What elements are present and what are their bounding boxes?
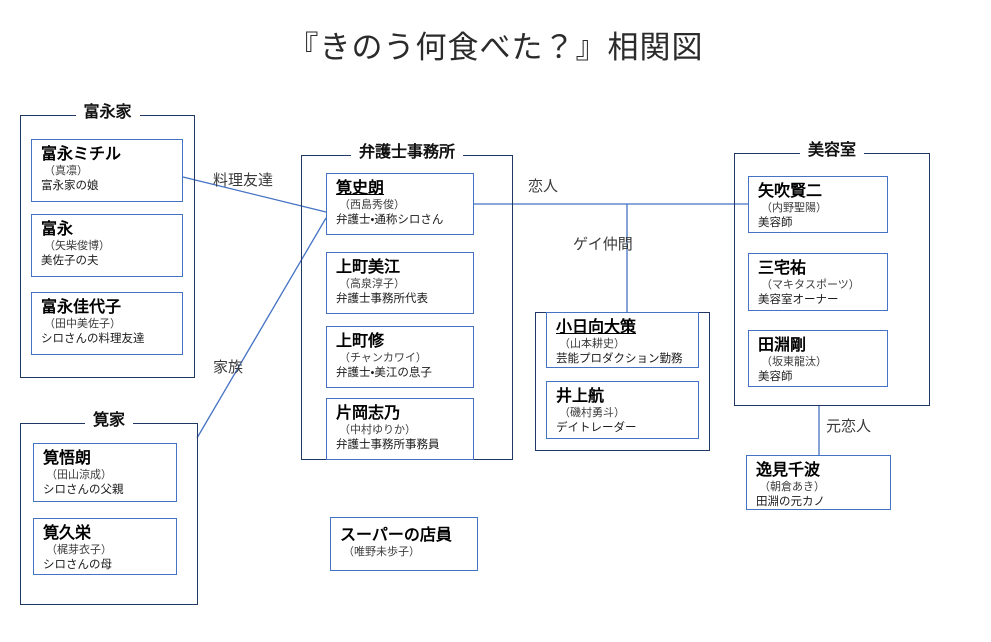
group-title-salon: 美容室 — [799, 141, 865, 161]
person-name: 矢吹賢二 — [758, 183, 823, 200]
person-card-kohinata-daisaku[interactable]: 小日向大策 （山本耕史） 芸能プロダクション勤務 — [546, 312, 699, 368]
person-name: 富永 — [41, 221, 74, 238]
person-card-kanmachi-mie[interactable]: 上町美江 （高泉淳子） 弁護士事務所代表 — [326, 252, 474, 314]
person-actor: （磯村勇斗） — [559, 407, 625, 419]
person-name: 富永ミチル — [41, 146, 122, 163]
group-title-kakei: 筧家 — [84, 411, 134, 431]
person-name: 小日向大策 — [556, 319, 637, 336]
person-card-yabuki-kenji[interactable]: 矢吹賢二 （内野聖陽） 美容師 — [748, 176, 888, 233]
person-actor: （坂東龍汰） — [761, 356, 827, 368]
person-actor: （内野聖陽） — [761, 202, 827, 214]
person-role: 弁護士事務所事務員 — [336, 439, 440, 451]
person-card-kanmachi-osamu[interactable]: 上町修 （チャンカワイ） 弁護士・美江の息子 — [326, 326, 474, 388]
person-name: 片岡志乃 — [336, 405, 401, 422]
person-card-itsumi-chinami[interactable]: 逸見千波 （朝倉あき） 田淵の元カノ — [746, 455, 891, 510]
person-card-kataoka-shino[interactable]: 片岡志乃 （中村ゆりか） 弁護士事務所事務員 — [326, 398, 474, 460]
group-title-law-office: 弁護士事務所 — [350, 143, 464, 163]
person-actor: （西島秀俊） — [339, 199, 405, 211]
person-card-kakei-goro[interactable]: 筧悟朗 （田山涼成） シロさんの父親 — [33, 443, 177, 502]
person-name: 富永佳代子 — [41, 299, 122, 316]
person-role: シロさんの料理友達 — [41, 333, 145, 345]
person-name: スーパーの店員 — [340, 527, 452, 544]
relation-label-family: 家族 — [213, 359, 244, 376]
person-actor: （朝倉あき） — [759, 481, 825, 493]
person-actor: （山本耕史） — [559, 338, 625, 350]
relation-label-gay-friends: ゲイ仲間 — [573, 236, 633, 253]
person-card-supermarket-clerk[interactable]: スーパーの店員 （唯野未歩子） — [330, 517, 478, 571]
group-tominaga: 富永家 — [20, 103, 195, 378]
relation-label-ex-lovers: 元恋人 — [826, 418, 872, 435]
person-card-tominaga-kayoko[interactable]: 富永佳代子 （田中美佐子） シロさんの料理友達 — [31, 292, 183, 355]
person-role: 美容室オーナー — [758, 294, 839, 306]
person-card-inoue-wataru[interactable]: 井上航 （磯村勇斗） デイトレーダー — [546, 381, 699, 439]
group-kakei: 筧家 — [20, 411, 198, 605]
person-role: 田淵の元カノ — [756, 496, 825, 508]
group-title-tominaga: 富永家 — [75, 103, 140, 123]
person-card-miyake-yu[interactable]: 三宅祐 （マキタスポーツ） 美容室オーナー — [748, 253, 888, 311]
person-actor: （田中美佐子） — [44, 318, 121, 330]
person-name: 井上航 — [556, 388, 605, 405]
person-name: 筧史朗 — [336, 180, 385, 197]
person-role: シロさんの父親 — [43, 484, 124, 496]
person-role: 弁護士・美江の息子 — [336, 367, 432, 379]
group-salon: 美容室 — [734, 141, 930, 406]
person-name: 筧久栄 — [43, 525, 92, 542]
person-name: 三宅祐 — [758, 260, 807, 277]
person-name: 逸見千波 — [756, 462, 821, 479]
person-actor: （矢柴俊博） — [44, 240, 110, 252]
person-actor: （田山涼成） — [46, 469, 112, 481]
person-name: 上町修 — [336, 333, 385, 350]
person-card-kakei-hisae[interactable]: 筧久栄 （梶芽衣子） シロさんの母 — [33, 518, 177, 575]
group-law-office: 弁護士事務所 — [301, 143, 513, 460]
person-card-tominaga[interactable]: 富永 （矢柴俊博） 美佐子の夫 — [31, 214, 183, 277]
person-card-tabuchi-go[interactable]: 田淵剛 （坂東龍汰） 美容師 — [748, 330, 888, 387]
person-actor: （チャンカワイ） — [339, 352, 427, 364]
person-card-kakei-shiro[interactable]: 筧史朗 （西島秀俊） 弁護士・通称シロさん — [326, 173, 474, 235]
person-role: 富永家の娘 — [41, 180, 99, 192]
relation-label-cooking-friends: 料理友達 — [213, 172, 274, 189]
person-actor: （真凛） — [44, 165, 88, 177]
person-actor: （中村ゆりか） — [339, 424, 416, 436]
person-role: 美容師 — [758, 371, 793, 383]
person-name: 筧悟朗 — [43, 450, 92, 467]
person-name: 上町美江 — [336, 259, 401, 276]
person-role: 芸能プロダクション勤務 — [556, 353, 683, 365]
person-role: 弁護士・通称シロさん — [336, 214, 444, 226]
person-actor: （高泉淳子） — [339, 278, 405, 290]
person-card-tominaga-michiru[interactable]: 富永ミチル （真凛） 富永家の娘 — [31, 139, 183, 202]
person-actor: （梶芽衣子） — [46, 544, 112, 556]
person-actor: （マキタスポーツ） — [761, 279, 860, 291]
person-role: デイトレーダー — [556, 422, 637, 434]
relation-label-lovers: 恋人 — [528, 178, 559, 195]
person-actor: （唯野未歩子） — [343, 546, 420, 558]
person-role: 美佐子の夫 — [41, 255, 99, 267]
person-role: シロさんの母 — [43, 559, 112, 571]
page-title: 『きのう何食べた？』相関図 — [287, 30, 704, 65]
person-role: 弁護士事務所代表 — [336, 293, 428, 305]
person-name: 田淵剛 — [758, 337, 807, 354]
person-role: 美容師 — [758, 217, 793, 229]
